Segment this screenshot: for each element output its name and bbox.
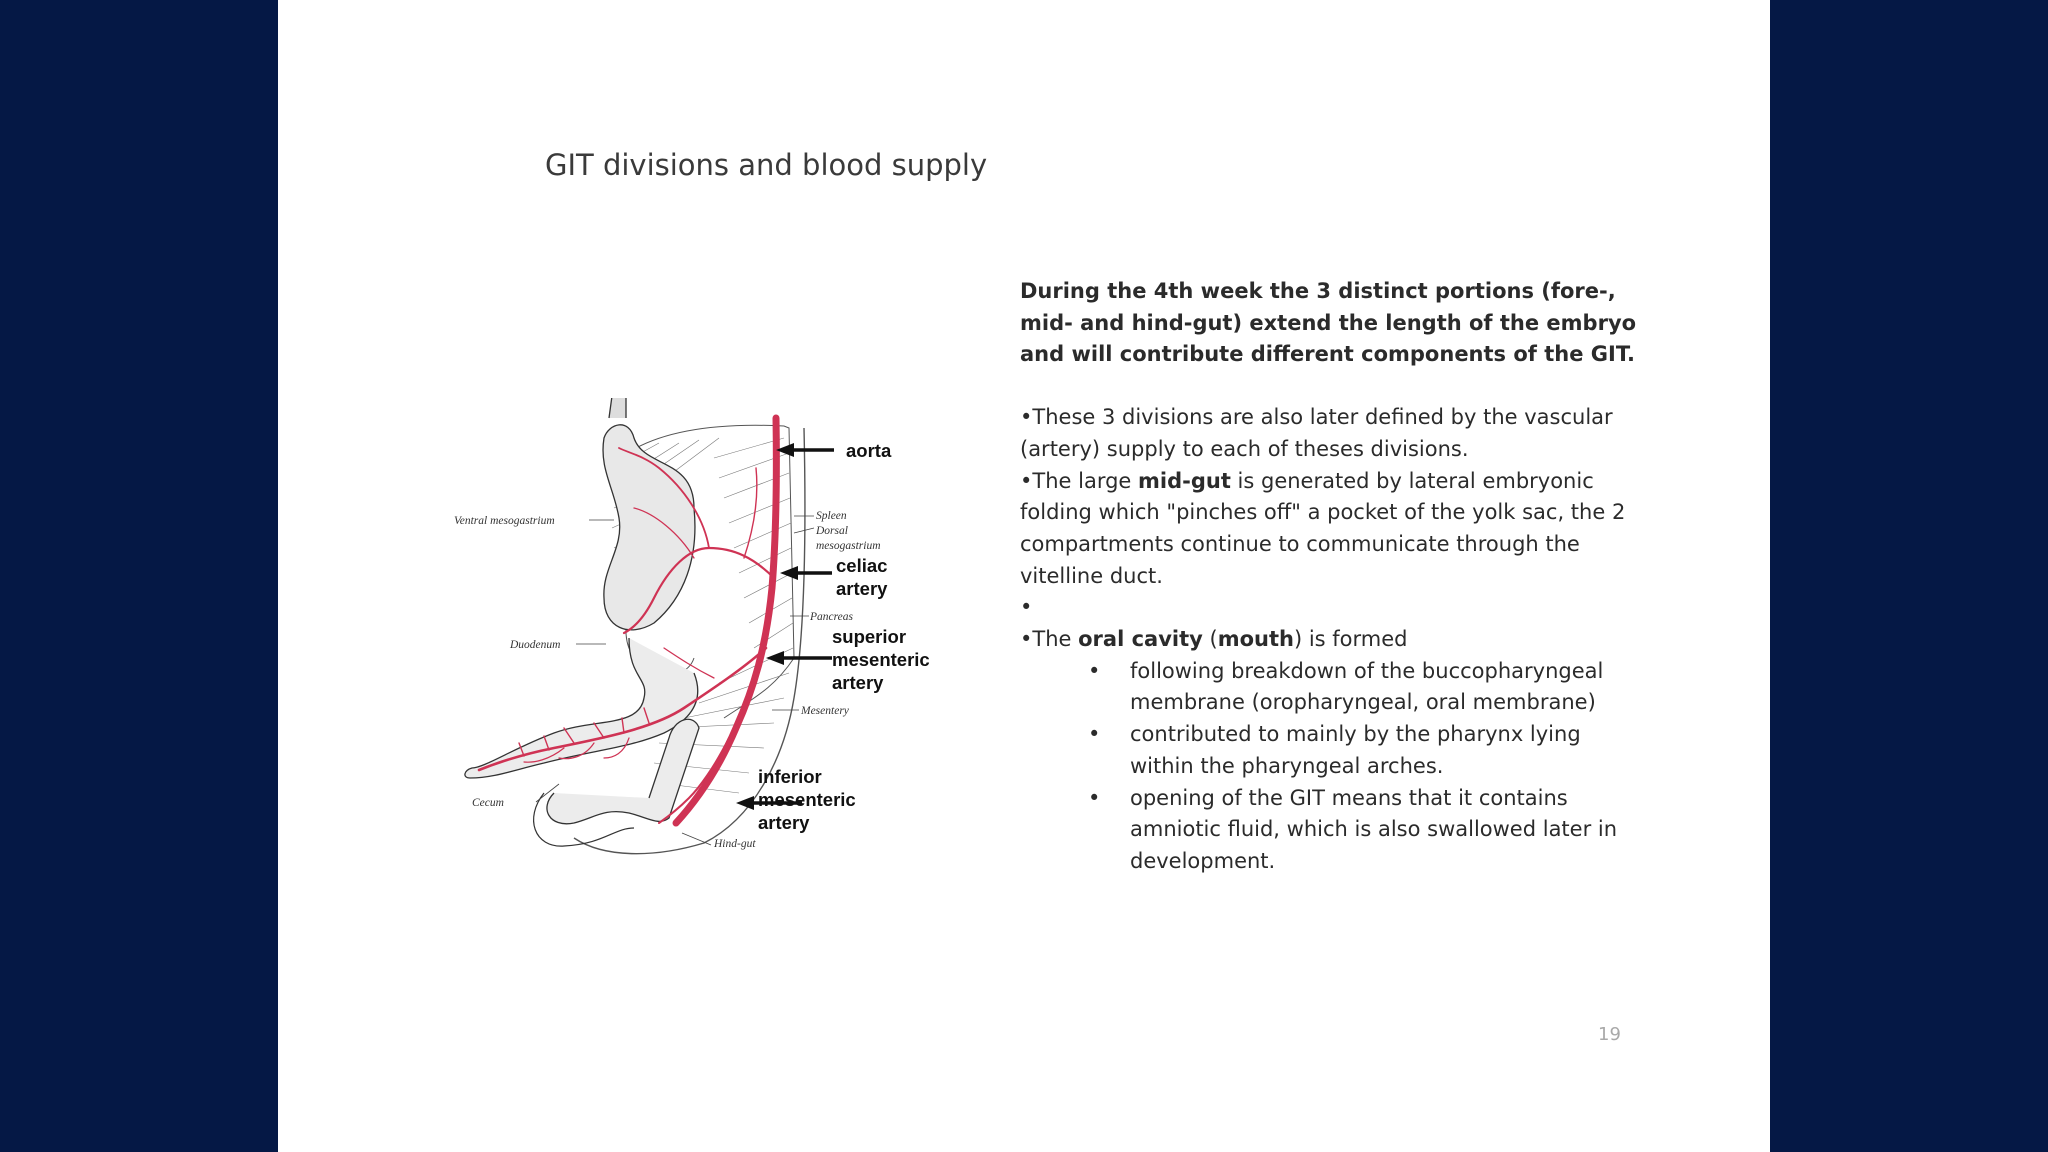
slide-title: GIT divisions and blood supply bbox=[545, 148, 988, 182]
label-mesentery: Mesentery bbox=[800, 705, 850, 717]
label-ventral-mesogastrium: Ventral mesogastrium bbox=[454, 515, 555, 527]
mouth-term: mouth bbox=[1217, 627, 1294, 652]
arteries bbox=[477, 414, 780, 827]
oral-text-mid: ( bbox=[1202, 627, 1218, 652]
label-duodenum: Duodenum bbox=[509, 639, 560, 651]
label-celiac-1: celiac bbox=[836, 555, 887, 576]
oral-text-pre: •The bbox=[1020, 627, 1079, 652]
page-number: 19 bbox=[1598, 1024, 1621, 1045]
sma-arcade-1 bbox=[518, 707, 650, 757]
label-dorsal: Dorsal bbox=[815, 525, 848, 537]
midgut-text-pre: •The large bbox=[1020, 468, 1139, 493]
content-text: During the 4th week the 3 distinct porti… bbox=[1020, 276, 1640, 878]
label-sma-2: mesenteric bbox=[832, 649, 930, 670]
label-cecum: Cecum bbox=[472, 797, 504, 809]
divisions-paragraph: •These 3 divisions are also later define… bbox=[1020, 405, 1613, 461]
gastric-branch bbox=[618, 447, 710, 549]
oral-text-post: ) is formed bbox=[1293, 627, 1408, 652]
gut-artery-diagram: aorta celiac artery superior mesenteric … bbox=[454, 398, 974, 868]
list-item: contributed to mainly by the pharynx lyi… bbox=[1088, 719, 1640, 782]
label-dorsal-mesogastrium: mesogastrium bbox=[816, 540, 881, 552]
midgut-text-post: is generated by lateral embryonic foldin… bbox=[1020, 468, 1626, 588]
celiac-branch bbox=[622, 546, 776, 635]
hindgut-tail-shape bbox=[533, 792, 635, 847]
duodenal-branch bbox=[663, 647, 715, 679]
label-pancreas: Pancreas bbox=[809, 611, 854, 623]
empty-bullet: • bbox=[1020, 595, 1033, 620]
diagram-svg: aorta celiac artery superior mesenteric … bbox=[454, 398, 930, 855]
label-ima-2: mesenteric bbox=[758, 789, 856, 810]
hindgut-loop-shape bbox=[546, 718, 700, 825]
label-sma-1: superior bbox=[832, 626, 906, 647]
oral-cavity-paragraph: •The oral cavity (mouth) is formed bbox=[1020, 624, 1640, 656]
gastric-branch-2 bbox=[633, 507, 695, 559]
label-ima-3: artery bbox=[758, 812, 810, 833]
midgut-loop-shape bbox=[464, 637, 699, 779]
oral-cavity-bullets: following breakdown of the buccopharynge… bbox=[1020, 656, 1640, 878]
oral-cavity-term: oral cavity bbox=[1078, 627, 1203, 652]
midgut-paragraph: •The large mid-gut is generated by later… bbox=[1020, 466, 1640, 593]
arrows bbox=[736, 443, 834, 810]
midgut-term: mid-gut bbox=[1138, 468, 1231, 493]
label-aorta: aorta bbox=[846, 440, 892, 461]
label-ima-1: inferior bbox=[758, 766, 822, 787]
label-spleen: Spleen bbox=[816, 510, 847, 522]
stomach-shape bbox=[602, 424, 696, 631]
sma-arcade-2 bbox=[523, 737, 630, 763]
sma-branch bbox=[477, 646, 768, 772]
leader-lines bbox=[535, 515, 815, 846]
label-sma-3: artery bbox=[832, 672, 884, 693]
list-item: following breakdown of the buccopharynge… bbox=[1088, 656, 1640, 719]
label-hindgut: Hind-gut bbox=[713, 838, 756, 850]
label-celiac-2: artery bbox=[836, 578, 888, 599]
list-item: opening of the GIT means that it contain… bbox=[1088, 783, 1640, 878]
slide: GIT divisions and blood supply bbox=[278, 0, 1770, 1152]
intro-paragraph: During the 4th week the 3 distinct porti… bbox=[1020, 279, 1637, 367]
aorta-vessel bbox=[672, 414, 780, 827]
esophagus-shape bbox=[608, 398, 627, 419]
ima-branch bbox=[658, 737, 730, 824]
splenic-branch bbox=[743, 467, 758, 559]
